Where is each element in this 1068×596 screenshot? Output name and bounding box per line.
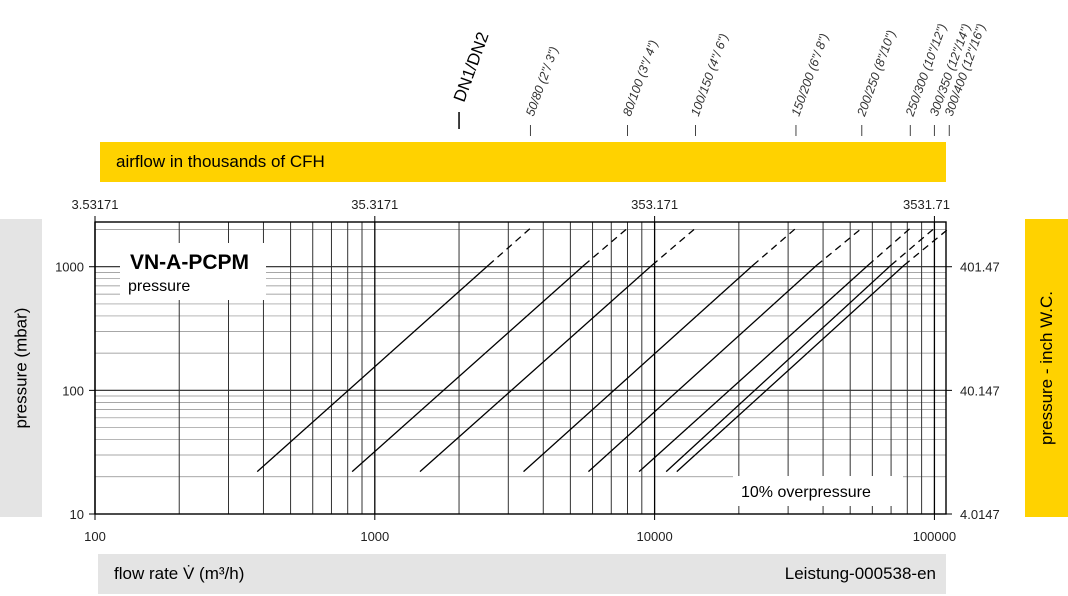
series-line-dashed (488, 227, 531, 266)
top-tick-label: 35.3171 (351, 197, 398, 212)
y-tick-label: 100 (62, 383, 84, 398)
top-tick-label: 353.171 (631, 197, 678, 212)
chart-subtitle: pressure (128, 278, 190, 295)
right-tick-label: 40.147 (960, 383, 1000, 398)
x-axis-label: flow rate V̇ (m³/h) (114, 564, 245, 583)
annotation-text: 10% overpressure (741, 484, 871, 501)
size-label: 150/200 (6"/ 8") (789, 32, 832, 118)
top-axis-banner-label: airflow in thousands of CFH (116, 152, 325, 171)
top-axis-banner: airflow in thousands of CFH (100, 142, 946, 182)
y-tick-label: 1000 (55, 260, 84, 275)
series-line (638, 264, 869, 473)
x-tick-label: 100000 (913, 529, 956, 544)
right-tick-label: 401.47 (960, 260, 1000, 275)
right-tick-label: 4.0147 (960, 507, 1000, 522)
plot-frame (94, 221, 947, 515)
series-line-dashed (752, 227, 797, 266)
series-line (351, 264, 585, 473)
right-axis-banner: pressure - inch W.C. (1025, 219, 1068, 517)
title-box (120, 243, 266, 300)
series-line-dashed (651, 227, 696, 266)
size-header-label: DN1/DN2 (450, 30, 493, 105)
series-line-dashed (903, 227, 950, 266)
series-line (676, 264, 905, 473)
series-line (523, 264, 754, 473)
bottom-axis-banner: flow rate V̇ (m³/h) Leistung-000538-en (98, 554, 946, 594)
chart-title: VN-A-PCPM (130, 251, 249, 274)
series-line-dashed (867, 227, 911, 266)
annotation-box (733, 476, 903, 506)
top-tick-label: 3.53171 (72, 197, 119, 212)
size-label: 100/150 (4"/ 6") (688, 32, 731, 118)
top-tick-label: 3531.71 (903, 197, 950, 212)
series-line (419, 264, 653, 473)
figure-id-label: Leistung-000538-en (784, 564, 936, 583)
x-tick-label: 100 (84, 529, 106, 544)
series-line-dashed (890, 227, 935, 266)
x-tick-label: 1000 (360, 529, 389, 544)
size-label: 50/80 (2"/ 3") (523, 45, 561, 118)
x-tick-label: 10000 (637, 529, 673, 544)
left-axis-banner: pressure (mbar) (0, 219, 42, 517)
series-line (587, 264, 818, 473)
y-tick-label: 10 (70, 507, 84, 522)
size-label: 80/100 (3"/ 4") (620, 38, 660, 118)
series-line-dashed (816, 227, 863, 266)
series-line (256, 264, 489, 473)
series-line (665, 264, 892, 473)
series-line-dashed (583, 227, 628, 266)
size-label: 200/250 (8"/10") (854, 28, 898, 118)
